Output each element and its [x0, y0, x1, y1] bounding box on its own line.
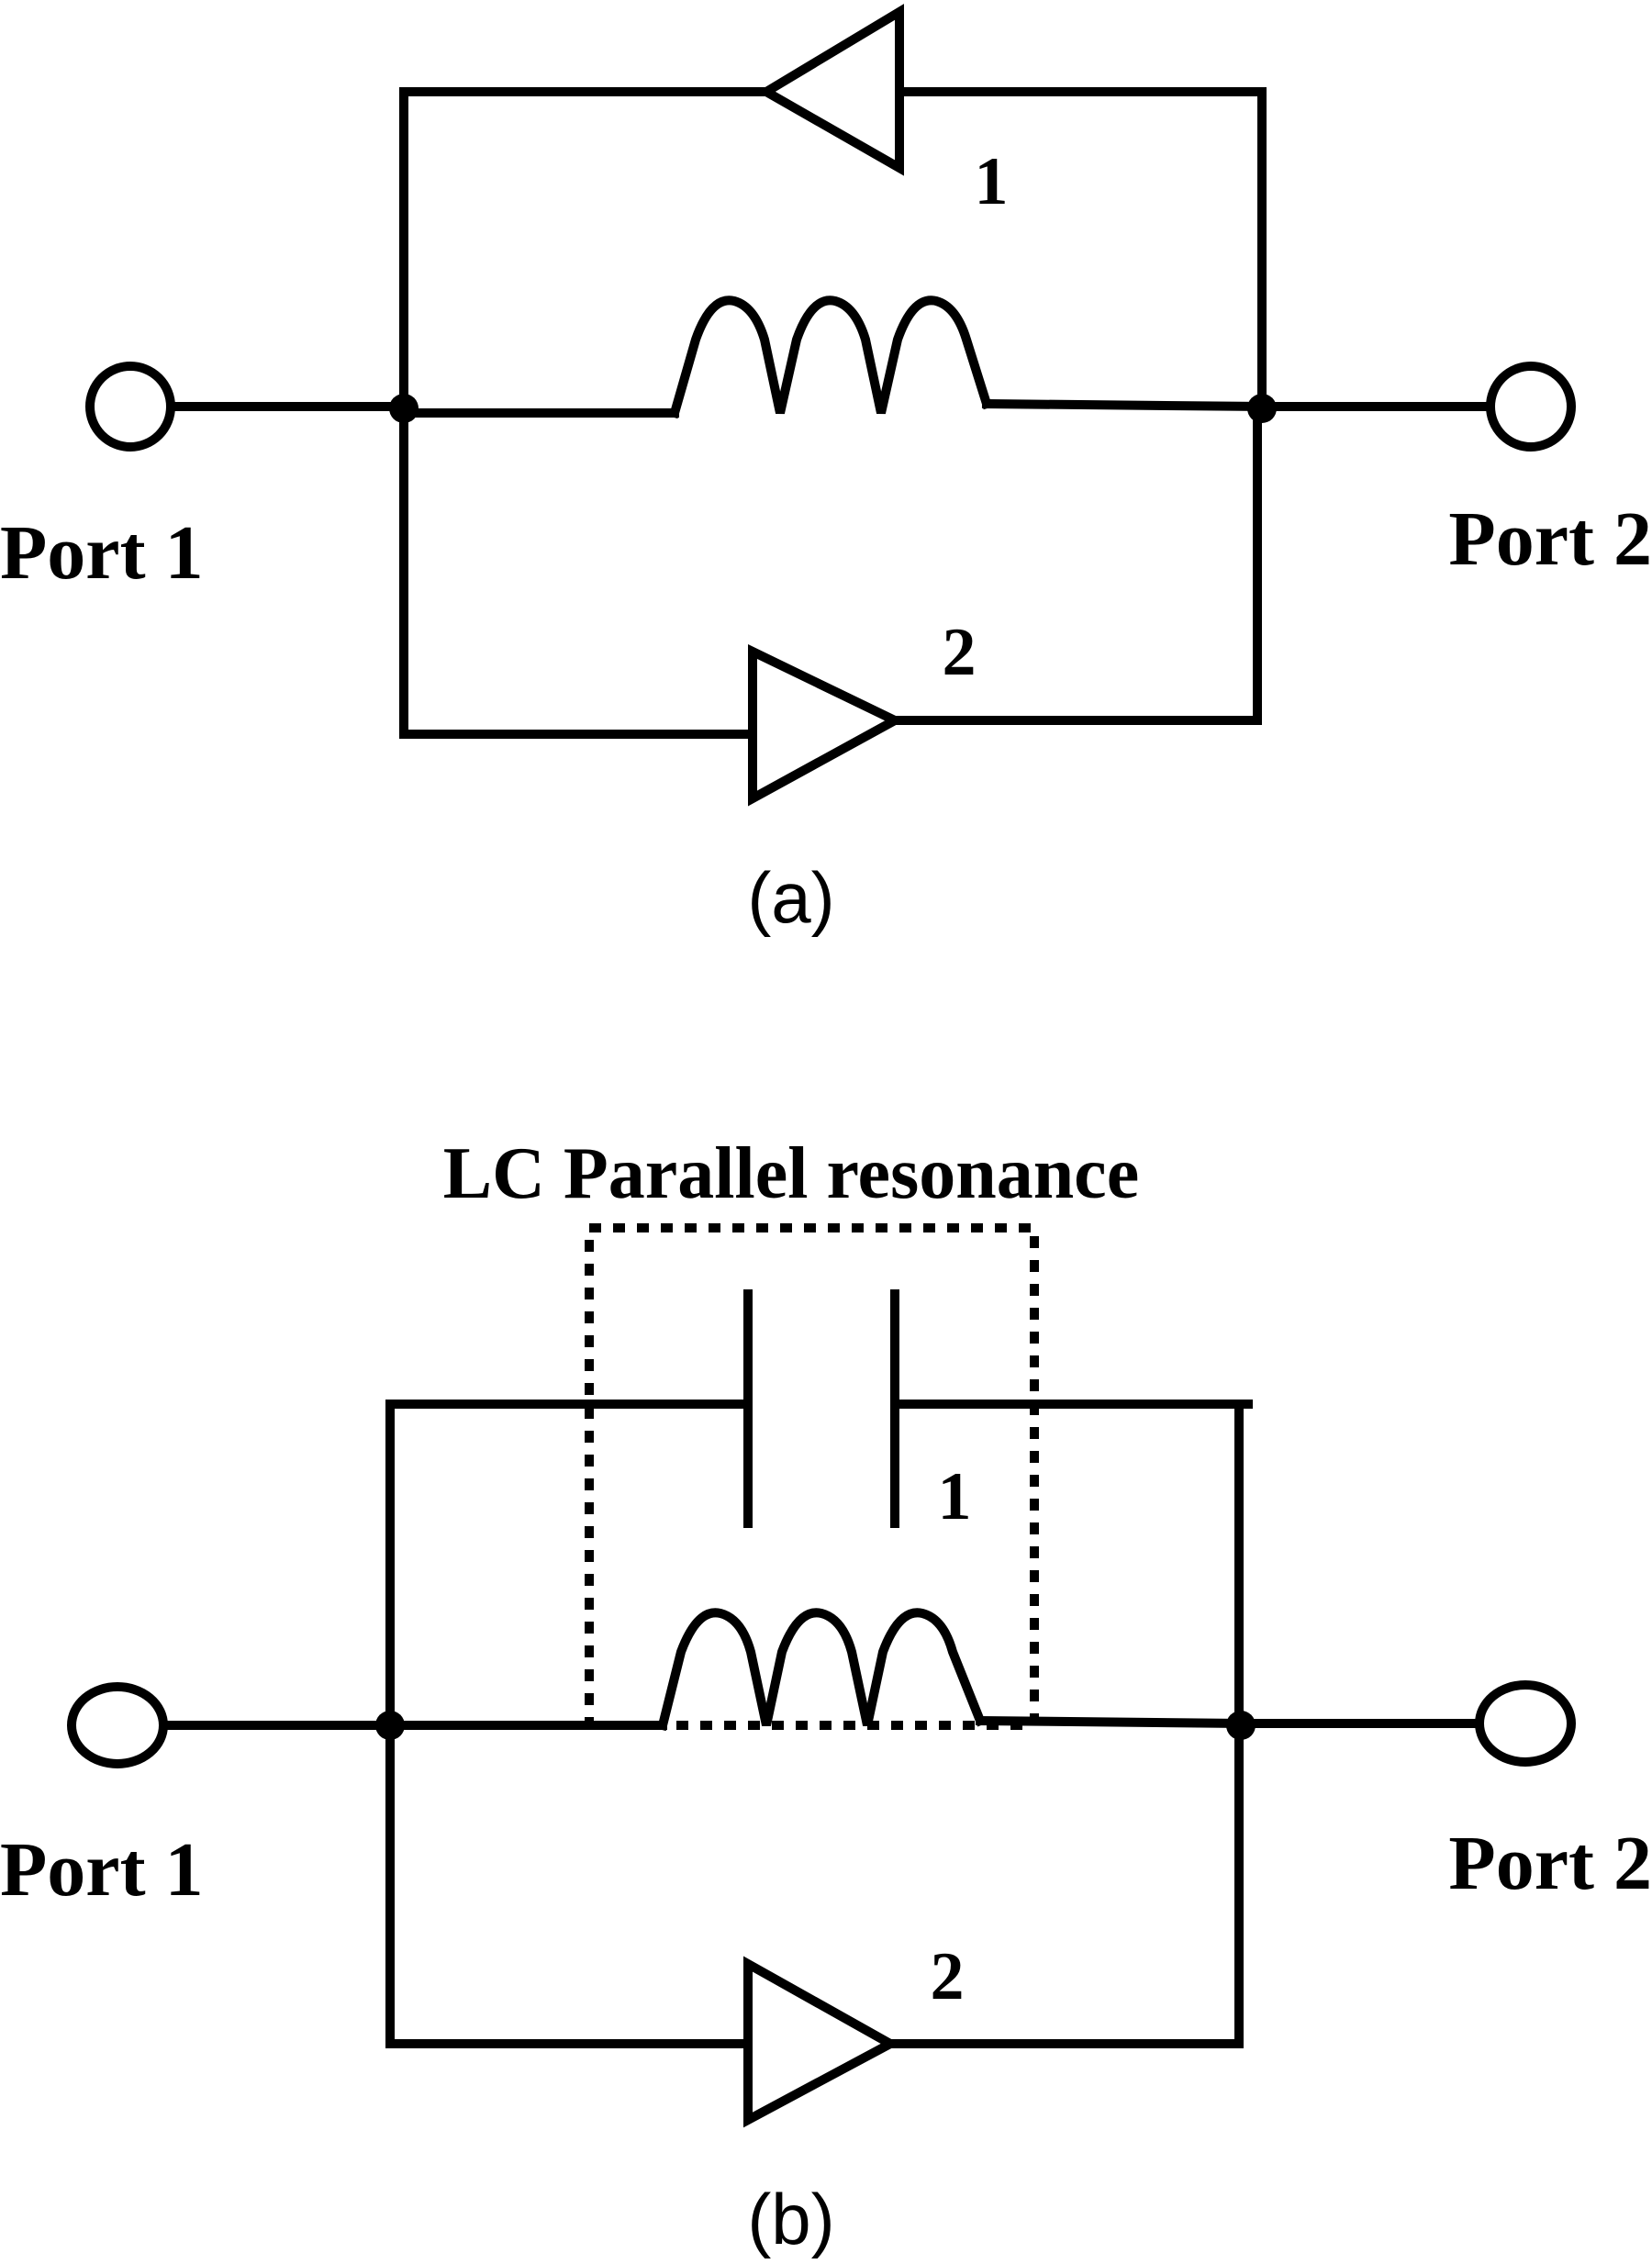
inductor-right-wire — [981, 398, 1267, 412]
bottom-branch-wire-right — [890, 402, 1262, 725]
junction-node-right-b — [1226, 1711, 1256, 1740]
amplifier-1-label: 1 — [975, 144, 1009, 219]
lc-resonance-label: LC Parallel resonance — [443, 1133, 1139, 1214]
amplifier-2-label: 2 — [943, 615, 977, 690]
amplifier-2-forward-icon-b — [743, 1956, 900, 2128]
cap-branch-wire-right — [890, 1400, 1253, 1730]
diagram-b: LC Parallel resonance 1 2 Port 1 Port 2 … — [0, 1133, 1652, 2259]
inductor-icon — [668, 296, 993, 419]
caption-a: (a) — [747, 857, 834, 938]
port2-terminal — [1486, 362, 1576, 452]
port2-terminal-b — [1475, 1680, 1576, 1767]
caption-b: (b) — [747, 2179, 834, 2259]
top-branch-wire-right — [895, 87, 1267, 411]
junction-node-left-b — [375, 1711, 405, 1740]
top-branch-wire-left — [399, 87, 771, 411]
capacitor-label: 1 — [938, 1459, 972, 1534]
bottom-branch-wire-right-b — [886, 1721, 1244, 2048]
port1-terminal-b — [67, 1682, 168, 1768]
port2-label: Port 2 — [1448, 496, 1652, 582]
diagram-a: 1 2 Port 1 Port 2 (a) — [0, 4, 1652, 938]
amplifier-2-forward-icon — [748, 644, 905, 807]
cap-branch-wire-left — [385, 1400, 753, 1730]
port2-label-b: Port 2 — [1448, 1821, 1652, 1906]
inductor-right-wire-b — [975, 1715, 1245, 1729]
bottom-branch-wire-left — [399, 402, 757, 739]
junction-node-right — [1247, 394, 1277, 423]
amplifier-1-reverse-icon — [757, 4, 904, 176]
port1-label-b: Port 1 — [0, 1827, 204, 1913]
port1-label: Port 1 — [0, 510, 204, 596]
junction-node-left — [389, 394, 419, 423]
bottom-branch-wire-left-b — [385, 1721, 753, 2048]
port1-terminal — [85, 362, 175, 452]
amplifier-2-label-b: 2 — [931, 1939, 965, 2014]
inductor-icon-b — [656, 1608, 987, 1732]
lc-resonance-box — [585, 1223, 1039, 1730]
